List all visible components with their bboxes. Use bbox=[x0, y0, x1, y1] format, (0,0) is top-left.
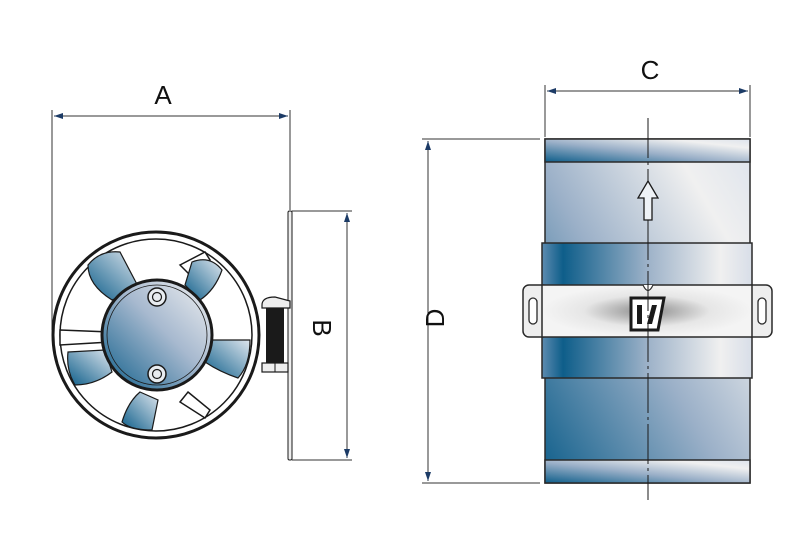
dimension-a: A bbox=[51, 80, 291, 330]
hub-screw-top bbox=[147, 287, 167, 307]
dimension-b-label: B bbox=[307, 319, 337, 336]
dimension-d: D bbox=[420, 138, 540, 484]
front-view: A B bbox=[51, 80, 352, 461]
mounting-bracket bbox=[261, 210, 293, 461]
fan-hub bbox=[100, 278, 214, 392]
dimension-d-label: D bbox=[420, 309, 450, 328]
dimension-a-label: A bbox=[154, 80, 172, 110]
dimension-c: C bbox=[544, 55, 751, 137]
airflow-arrow-icon bbox=[636, 179, 660, 221]
side-view: C D bbox=[420, 55, 773, 500]
brand-logo-icon bbox=[629, 296, 666, 332]
dimension-b: B bbox=[292, 210, 352, 461]
dimension-c-label: C bbox=[641, 55, 660, 85]
fan-blades bbox=[67, 251, 251, 431]
hub-screw-bottom bbox=[147, 364, 167, 384]
